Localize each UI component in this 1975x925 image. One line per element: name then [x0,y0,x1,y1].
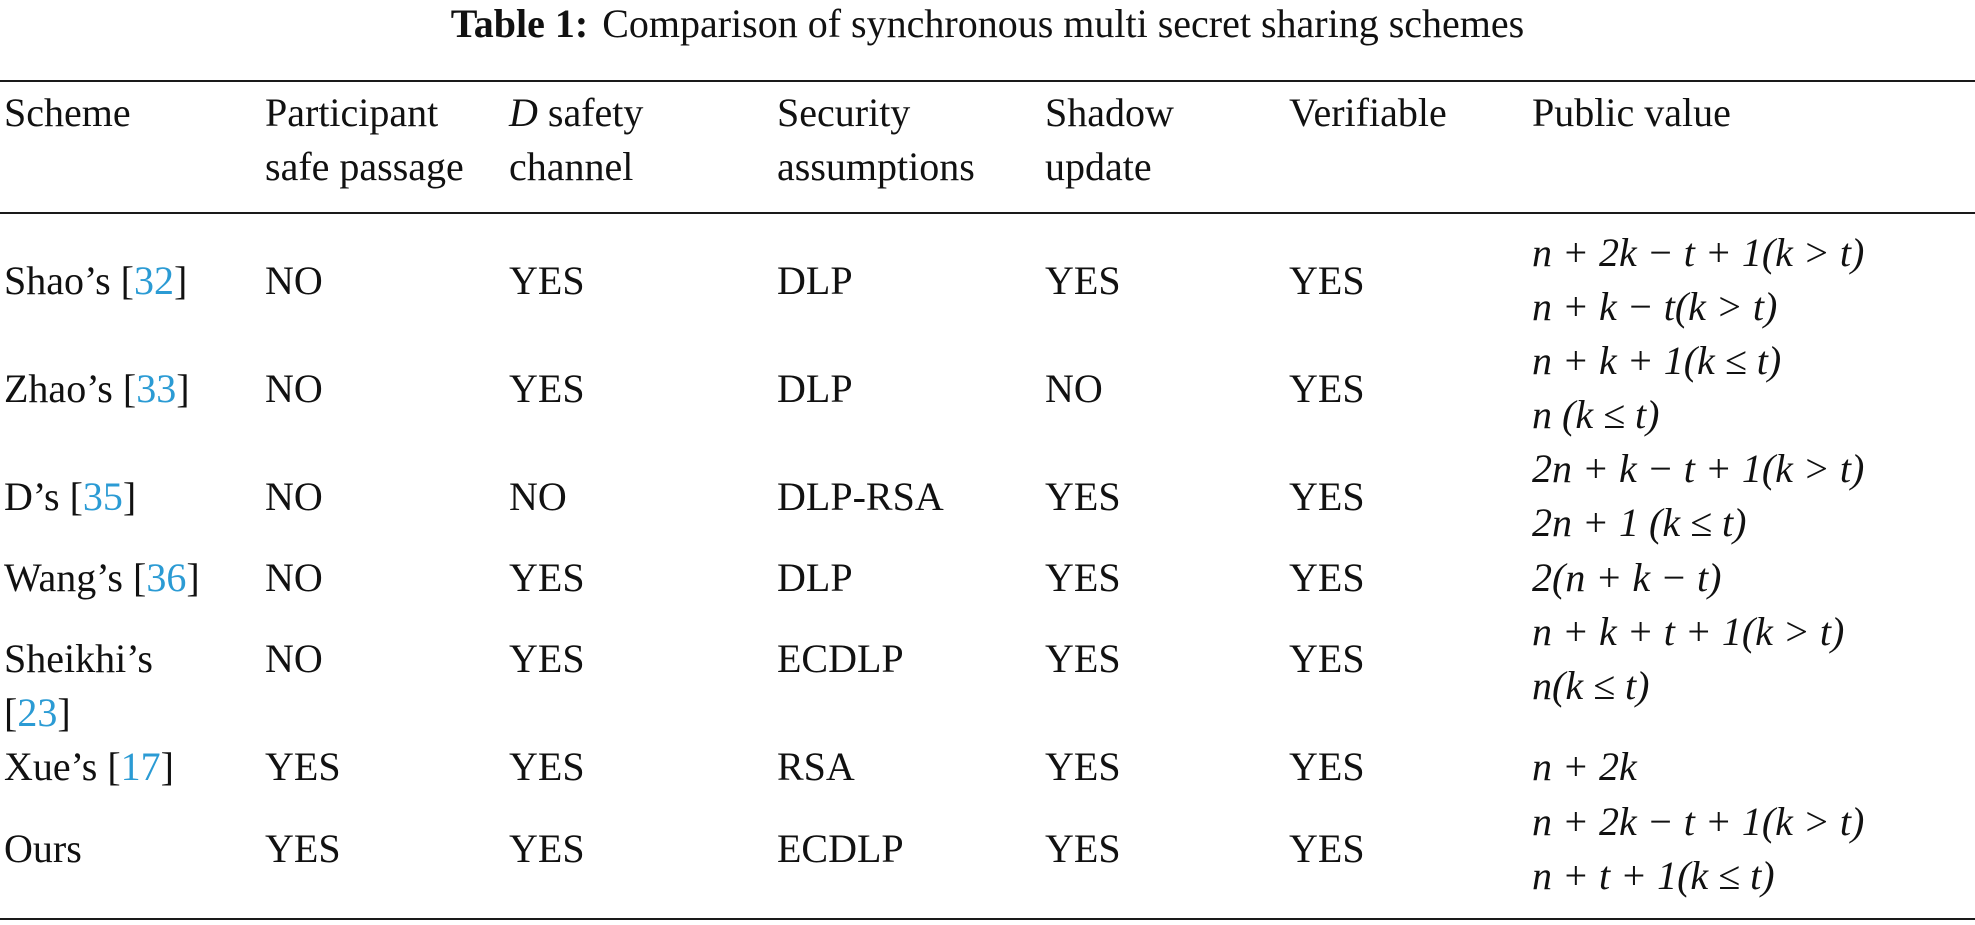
row-shao-security: DLP [777,258,853,303]
header-d-safety: safety [547,90,644,135]
row-zhao-security: DLP [777,366,853,411]
row-ours-participant: YES [265,826,341,871]
row-xue-participant: YES [265,744,341,789]
header-rule [0,212,1975,214]
row-sheikhi-security: ECDLP [777,636,904,681]
citation-link[interactable]: 35 [82,474,123,519]
row-sheikhi-d-channel: YES [509,636,585,681]
row-shao-scheme: Shao’s [32] [4,258,188,303]
header-participant-line1: Participant [265,90,439,135]
row-shao-participant: NO [265,258,323,303]
header-shadow-line1: Shadow [1045,90,1174,135]
row-d-shadow: YES [1045,474,1121,519]
row-shao-public-line1: n + 2k − t + 1(k > t) [1532,230,1865,275]
row-shao-d-channel: YES [509,258,585,303]
row-ours-verifiable: YES [1289,826,1365,871]
row-wang-scheme: Wang’s [36] [4,555,200,600]
citation-link[interactable]: 33 [136,366,177,411]
row-shao-shadow: YES [1045,258,1121,303]
row-zhao-public-line1: n + k + 1(k ≤ t) [1532,338,1782,383]
row-ours-public-line2: n + t + 1(k ≤ t) [1532,853,1775,898]
caption-text: Comparison of synchronous multi secret s… [602,1,1525,46]
row-zhao-d-channel: YES [509,366,585,411]
row-zhao-participant: NO [265,366,323,411]
row-d-participant: NO [265,474,323,519]
row-ours-d-channel: YES [509,826,585,871]
citation-link[interactable]: 17 [120,744,161,789]
header-scheme: Scheme [4,90,131,135]
row-d-public-line2: 2n + 1 (k ≤ t) [1532,500,1747,545]
row-d-d-channel: NO [509,474,567,519]
row-shao-verifiable: YES [1289,258,1365,303]
row-wang-shadow: YES [1045,555,1121,600]
caption-label: Table 1: [450,1,589,46]
header-security-line2: assumptions [777,144,975,189]
row-zhao-scheme: Zhao’s [33] [4,366,190,411]
row-ours-security: ECDLP [777,826,904,871]
row-shao-public-line2: n + k − t(k > t) [1532,284,1778,329]
row-wang-public-line1: 2(n + k − t) [1532,555,1722,600]
header-shadow-line2: update [1045,144,1152,189]
header-d-channel-line2: channel [509,144,634,189]
row-wang-verifiable: YES [1289,555,1365,600]
row-xue-scheme: Xue’s [17] [4,744,174,789]
row-zhao-verifiable: YES [1289,366,1365,411]
header-security-line1: Security [777,90,911,135]
row-sheikhi-scheme-line1: Sheikhi’s [4,636,153,681]
row-sheikhi-public-line1: n + k + t + 1(k > t) [1532,609,1845,654]
row-sheikhi-verifiable: YES [1289,636,1365,681]
header-public-value: Public value [1532,90,1731,135]
row-xue-d-channel: YES [509,744,585,789]
row-d-security: DLP-RSA [777,474,944,519]
row-ours-public-line1: n + 2k − t + 1(k > t) [1532,799,1865,844]
row-sheikhi-public-line2: n(k ≤ t) [1532,663,1650,708]
header-verifiable: Verifiable [1289,90,1447,135]
citation-link[interactable]: 32 [134,258,174,303]
header-d-variable: D [509,90,538,135]
row-wang-participant: NO [265,555,323,600]
row-sheikhi-participant: NO [265,636,323,681]
row-ours-shadow: YES [1045,826,1121,871]
row-sheikhi-scheme-line2: [23] [4,690,71,735]
row-d-public-line1: 2n + k − t + 1(k > t) [1532,446,1865,491]
citation-link[interactable]: 36 [146,555,187,600]
row-zhao-public-line2: n (k ≤ t) [1532,392,1660,437]
table-caption: Table 1: Comparison of synchronous multi … [0,0,1975,48]
row-xue-verifiable: YES [1289,744,1365,789]
row-xue-shadow: YES [1045,744,1121,789]
row-xue-security: RSA [777,744,855,789]
top-rule [0,80,1975,82]
row-sheikhi-shadow: YES [1045,636,1121,681]
row-xue-public-line1: n + 2k [1532,744,1637,789]
header-d-channel-line1: D safety [509,86,643,140]
citation-link[interactable]: 23 [17,690,58,735]
header-participant-line2: safe passage [265,144,464,189]
row-d-scheme: D’s [35] [4,474,137,519]
row-d-verifiable: YES [1289,474,1365,519]
row-ours-scheme: Ours [4,826,82,871]
row-zhao-shadow: NO [1045,366,1103,411]
bottom-rule [0,918,1975,920]
row-wang-security: DLP [777,555,853,600]
row-wang-d-channel: YES [509,555,585,600]
